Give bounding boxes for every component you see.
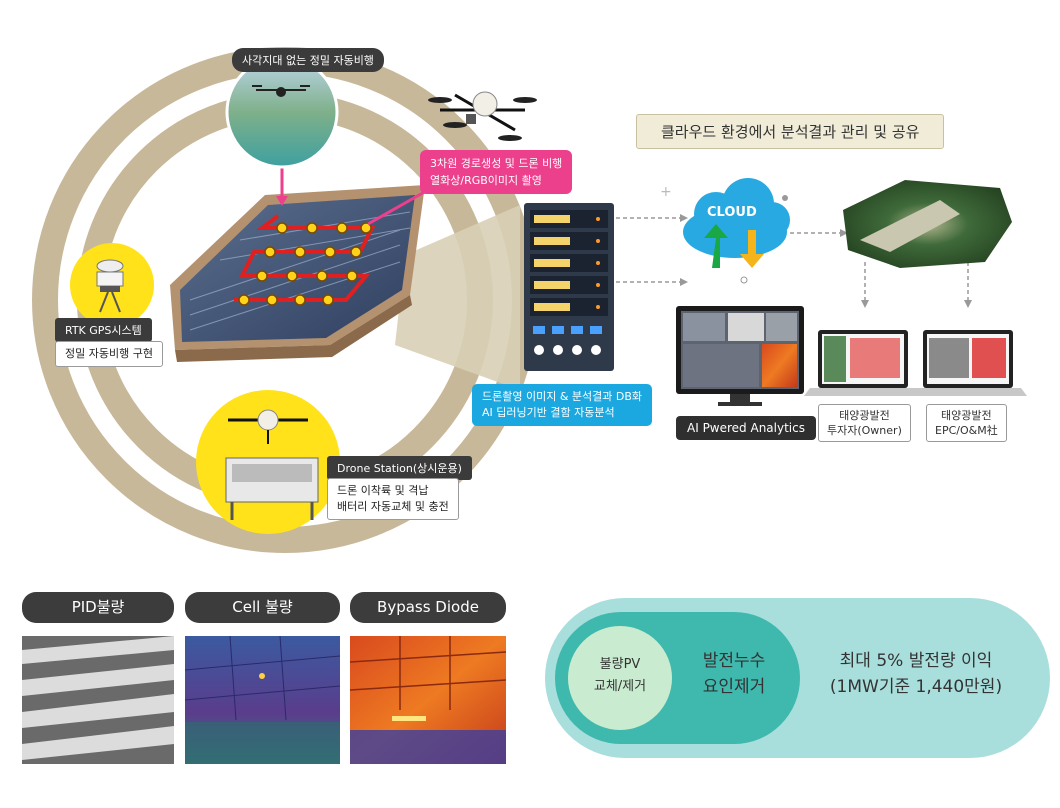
- benefit-inner-line1: 불량PV: [599, 657, 641, 672]
- drone-station-line2: 배터리 자동교체 및 충전: [337, 500, 449, 513]
- server-line1: 드론촬영 이미지 & 분석결과 DB화: [482, 390, 643, 403]
- bypass-diode-defect-image: [349, 636, 507, 764]
- drone-station-description: 드론 이착륙 및 격납 배터리 자동교체 및 충전: [327, 478, 459, 520]
- rtk-gps-description: 정밀 자동비행 구현: [55, 341, 163, 367]
- benefit-outer-line1: 최대 5% 발전량 이익: [839, 651, 993, 671]
- small-drone-icon: [252, 85, 310, 97]
- server-callout: 드론촬영 이미지 & 분석결과 DB화 AI 딥러닝기반 결함 자동분석: [472, 384, 653, 426]
- drone-station-tag: Drone Station(상시운용): [327, 456, 472, 480]
- server-rack-icon: [524, 203, 614, 371]
- drone-station-line1: 드론 이착륙 및 격납: [337, 484, 429, 497]
- flight-path-line1: 3차원 경로생성 및 드론 비행: [430, 157, 563, 170]
- cloud-icon: [683, 178, 790, 268]
- drone-station-icon: [225, 409, 319, 520]
- rtk-gps-tag: RTK GPS시스템: [55, 318, 152, 342]
- benefit-outer-text: 최대 5% 발전량 이익 (1MW기준 1,440만원): [808, 648, 1024, 700]
- pid-defect-image: [22, 636, 174, 764]
- aerial-view-circle: [225, 55, 339, 169]
- quadcopter-icon: [428, 91, 537, 141]
- cell-defect-image: [184, 635, 341, 764]
- epc-line2: EPC/O&M社: [935, 424, 998, 437]
- cloud-label: CLOUD: [707, 205, 757, 220]
- ai-analytics-label: AI Pwered Analytics: [676, 416, 816, 440]
- server-beam: [395, 205, 520, 390]
- owner-line2: 투자자(Owner): [827, 424, 902, 437]
- epc-laptop-icon: [909, 330, 1027, 396]
- server-line2: AI 딥러닝기반 결함 자동분석: [482, 406, 615, 419]
- cloud-title: 클라우드 환경에서 분석결과 관리 및 공유: [636, 114, 945, 149]
- gps-antenna-icon: [96, 259, 124, 313]
- terrain-map-icon: [843, 180, 1012, 268]
- defect-tab-bypass: Bypass Diode: [350, 592, 506, 623]
- benefit-middle-line1: 발전누수: [702, 651, 766, 671]
- benefit-diagram: [545, 598, 1050, 758]
- benefit-outer-line2: (1MW기준 1,440만원): [829, 677, 1003, 697]
- owner-laptop-icon: [804, 330, 922, 396]
- owner-caption: 태양광발전 투자자(Owner): [818, 404, 911, 442]
- flight-label: 사각지대 없는 정밀 자동비행: [232, 48, 384, 72]
- benefit-inner-line2: 교체/제거: [593, 679, 647, 694]
- epc-caption: 태양광발전 EPC/O&M社: [926, 404, 1007, 442]
- svg-text:+: +: [660, 184, 672, 200]
- epc-line1: 태양광발전: [941, 409, 992, 422]
- benefit-middle-text: 발전누수 요인제거: [680, 648, 788, 700]
- benefit-inner-text: 불량PV 교체/제거: [572, 654, 668, 698]
- flight-path-line2: 열화상/RGB이미지 촬영: [430, 174, 542, 187]
- defect-tab-pid: PID불량: [22, 592, 174, 623]
- flight-path-callout: 3차원 경로생성 및 드론 비행 열화상/RGB이미지 촬영: [420, 150, 573, 194]
- benefit-middle-line2: 요인제거: [702, 677, 766, 697]
- owner-line1: 태양광발전: [839, 409, 890, 422]
- solar-field-illustration: [170, 185, 425, 362]
- ai-monitor-icon: [676, 306, 804, 406]
- defect-tab-cell: Cell 불량: [185, 592, 340, 623]
